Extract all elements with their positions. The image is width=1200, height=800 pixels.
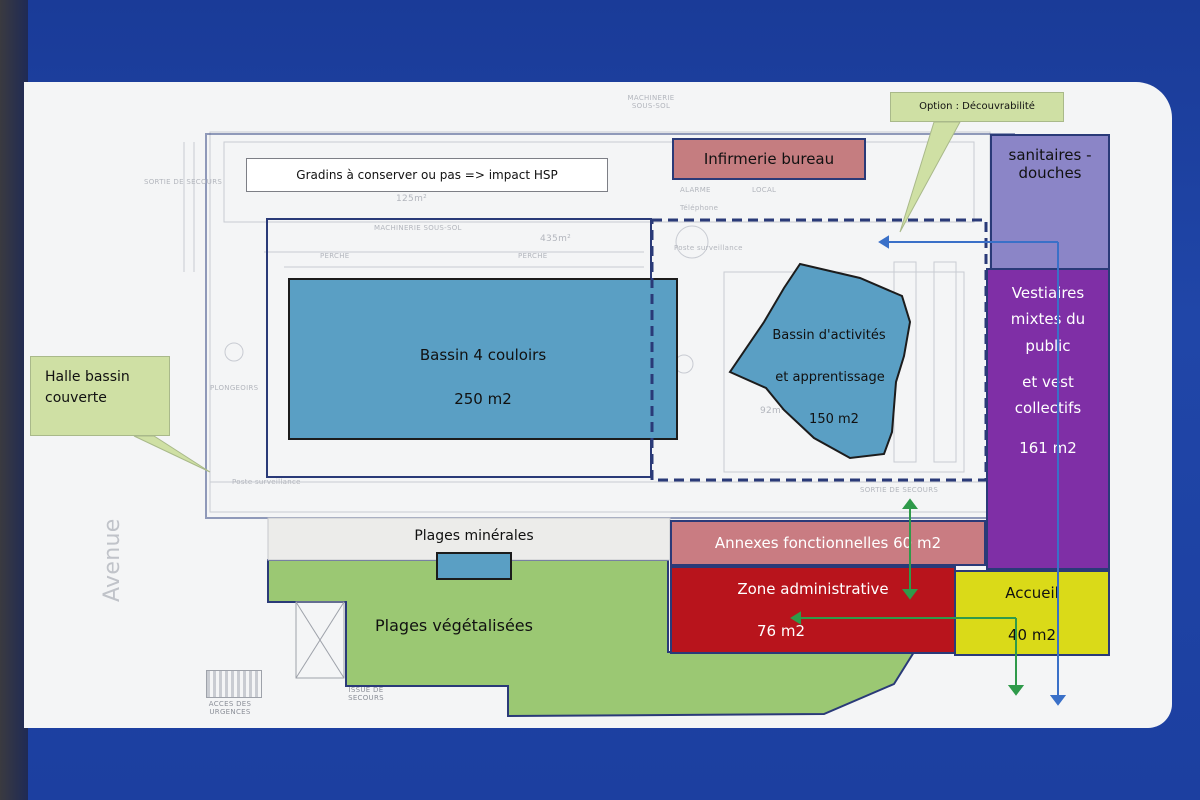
- plongeoirs-label: PLONGEOIRS: [210, 384, 259, 392]
- local-label: LOCAL: [752, 186, 777, 194]
- halle-callout: Halle bassin couverte: [30, 356, 170, 436]
- acces-hatch: [206, 670, 262, 698]
- plages-minerales-label: Plages minérales: [414, 528, 534, 544]
- area-92-label: 92m²: [760, 406, 786, 416]
- option-callout: Option : Découvrabilité: [890, 92, 1064, 122]
- accueil-zone: Accueil 40 m2: [954, 570, 1110, 656]
- plages-vegetalisees-label: Plages végétalisées: [375, 616, 533, 635]
- arrows-foreground: [790, 270, 1066, 706]
- alarme-label: ALARME: [680, 186, 711, 194]
- bassin4-area: 250 m2: [454, 390, 512, 408]
- machinerie-mid-label: MACHINERIE SOUS-SOL: [374, 224, 462, 232]
- accueil-area: 40 m2: [1007, 626, 1056, 644]
- poste-surveillance-bottom-label: Poste surveillance: [232, 478, 301, 486]
- area-435-label: 435m²: [540, 234, 572, 244]
- bassin4-title: Bassin 4 couloirs: [419, 346, 547, 364]
- sortie-secours-bottom-label: SORTIE DE SECOURS: [860, 486, 939, 494]
- perche-1-label: PERCHE: [320, 252, 350, 260]
- telephone-label: Téléphone: [680, 204, 719, 212]
- sortie-left-label: SORTIE DE SECOURS: [144, 178, 223, 186]
- vestiaires-zone: Vestiaires mixtes du public et vest coll…: [986, 268, 1110, 570]
- zone-administrative: Zone administrative 76 m2: [670, 566, 956, 654]
- vestiaires-area: 161 m2: [1019, 439, 1077, 458]
- sanitaires-zone: sanitaires - douches: [990, 134, 1110, 270]
- perche-2-label: PERCHE: [518, 252, 548, 260]
- gradins-note: Gradins à conserver ou pas => impact HSP: [246, 158, 608, 192]
- zone-admin-area: 76 m2: [756, 622, 805, 640]
- vestiaires-subtitle: et vest collectifs: [1014, 372, 1082, 417]
- zone-admin-title: Zone administrative: [737, 580, 889, 598]
- annexes-zone: Annexes fonctionnelles 60 m2: [670, 520, 986, 566]
- bassin-4-couloirs: Bassin 4 couloirs 250 m2: [288, 278, 678, 440]
- area-125-label: 125m²: [396, 194, 428, 204]
- plan-slide: MACHINERIE SOUS-SOL MACHINERIE SOUS-SOL …: [24, 82, 1172, 728]
- poste-surveillance-label: Poste surveillance: [674, 244, 743, 252]
- bassin-activites-title: Bassin d'activités: [772, 328, 886, 343]
- screen-bezel: [0, 0, 28, 800]
- infirmerie-zone: Infirmerie bureau: [672, 138, 866, 180]
- acces-urgences-label: ACCES DES URGENCES: [208, 700, 252, 716]
- bassin-activites-area: 150 m2: [809, 412, 859, 427]
- machinerie-top-label: MACHINERIE SOUS-SOL: [627, 94, 675, 110]
- accueil-title: Accueil: [1005, 584, 1059, 602]
- plages-minerales-pool: [436, 552, 512, 580]
- issue-secours-label: ISSUE DE SECOURS: [348, 686, 384, 702]
- bassin-activites-subtitle: et apprentissage: [775, 370, 885, 385]
- vestiaires-title: Vestiaires mixtes du public: [1010, 284, 1086, 355]
